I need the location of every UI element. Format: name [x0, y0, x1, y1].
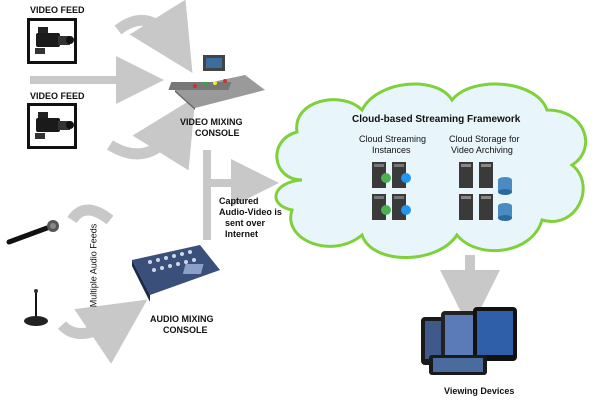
captured-label-line3: sent over — [225, 218, 266, 228]
arrow-camera1-curve — [114, 0, 193, 73]
storage-label-line1: Cloud Storage for — [449, 134, 520, 144]
video-camera-1-icon — [35, 27, 74, 54]
captured-label-line2: Audio-Video is — [219, 207, 282, 217]
storage-servers-icon — [459, 162, 512, 221]
streaming-servers-icon — [372, 162, 411, 220]
instances-label-line2: Instances — [372, 145, 411, 155]
arrow-audio-curve-bottom — [57, 299, 148, 364]
audio-console-label-line2: CONSOLE — [163, 325, 208, 335]
handheld-microphone-icon — [6, 220, 59, 245]
captured-label-line4: Internet — [225, 229, 259, 239]
video-camera-2 — [27, 103, 77, 149]
storage-label-line2: Video Archiving — [451, 145, 513, 155]
cloud-title: Cloud-based Streaming Framework — [352, 114, 521, 125]
audio-feeds-label: Multiple Audio Feeds — [88, 223, 99, 308]
video-camera-2-icon — [35, 112, 74, 139]
captured-label-line1: Captured — [219, 196, 259, 206]
arrow-audio-curve-top — [67, 204, 114, 225]
video-console-label-line1: VIDEO MIXING — [180, 117, 243, 127]
video-console-label-line2: CONSOLE — [195, 128, 240, 138]
arrow-camera2-curve — [107, 96, 196, 171]
viewing-devices-label: Viewing Devices — [444, 386, 515, 396]
audio-console-label-line1: AUDIO MIXING — [150, 314, 214, 324]
video-mixing-console-icon — [168, 55, 265, 110]
audio-mixing-console-icon — [132, 245, 220, 302]
video-feed-2-label: VIDEO FEED — [30, 91, 85, 101]
viewing-devices-icon — [421, 307, 517, 375]
instances-label-line1: Cloud Streaming — [359, 134, 427, 144]
video-feed-1-label: VIDEO FEED — [30, 5, 85, 15]
desk-microphone-icon — [24, 289, 48, 326]
video-camera-1 — [27, 18, 77, 64]
